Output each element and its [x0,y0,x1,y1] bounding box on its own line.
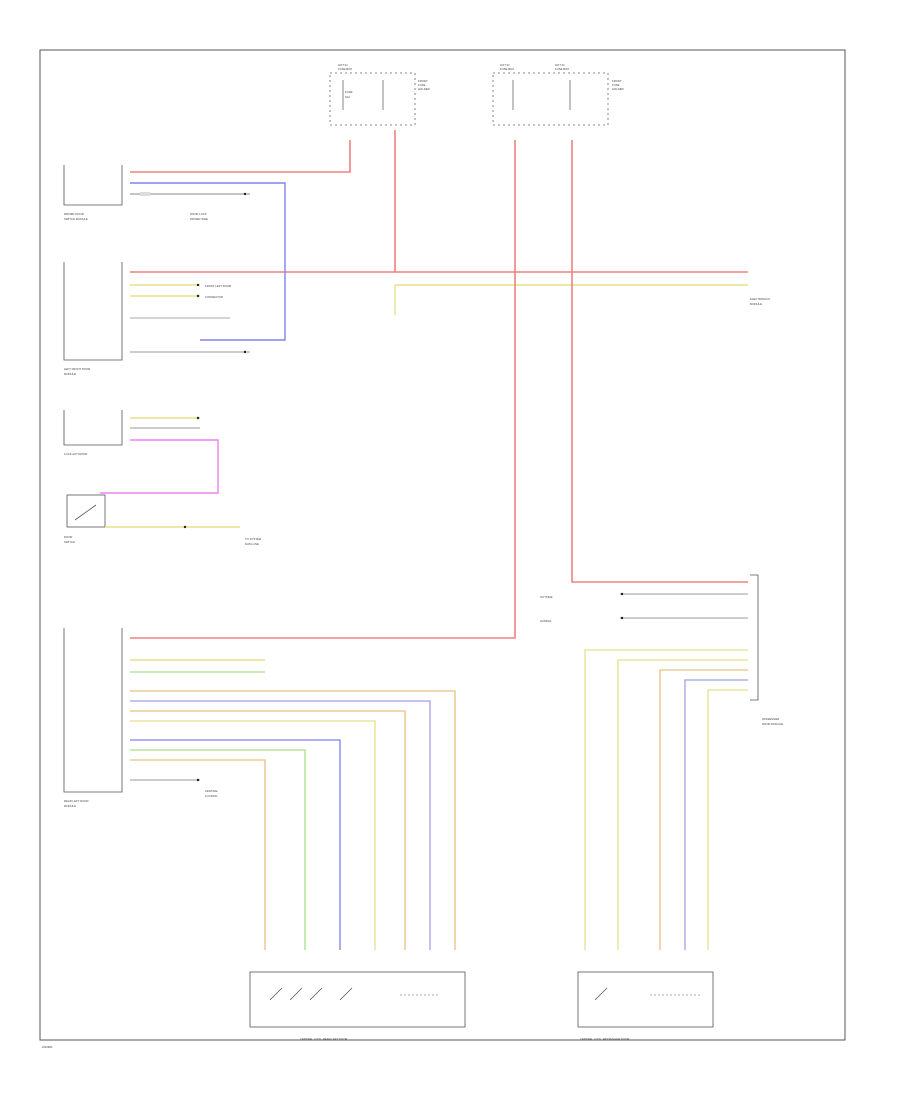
svg-text:SWITCH: SWITCH [64,540,75,544]
svg-text:HOT IN: HOT IN [555,63,564,67]
fuse-box-right: HOT IN FUSE BOX HOT IN FUSE BOX FRONT FU… [492,63,624,126]
diagram-border [39,49,846,1041]
svg-text:DATA LINE: DATA LINE [245,542,259,546]
wire-red-4 [571,140,748,583]
svg-text:DRIVER SIDE: DRIVER SIDE [190,217,208,221]
svg-text:HOT IN: HOT IN [500,63,509,67]
svg-text:SWITCH MODULE: SWITCH MODULE [64,217,88,221]
svg-text:ELECTRONICS: ELECTRONICS [750,297,770,301]
svg-text:FUSE BOX: FUSE BOX [500,67,514,71]
svg-text:FUSE: FUSE [345,90,353,94]
central-lock-passenger: CENTRAL LOCK, PASSENGER DOOR [577,971,714,1041]
svg-text:FRONT LEFT DOOR: FRONT LEFT DOOR [205,284,231,288]
svg-text:LEFT FRONT DOOR: LEFT FRONT DOOR [64,367,90,371]
svg-text:FUSE BOX: FUSE BOX [555,67,569,71]
svg-text:TO SYSTEM: TO SYSTEM [245,537,262,541]
svg-text:HOLDER: HOLDER [418,87,430,91]
footer-code: W42984 [42,1045,53,1049]
svg-text:DOOR: DOOR [64,535,72,539]
lock-actuator-left: LOCK ACTUATOR [63,410,200,456]
svg-text:FRONT: FRONT [418,79,428,83]
wire-red-1 [130,140,351,173]
svg-text:10A: 10A [345,95,350,99]
rear-left-lock-label: CENTRAL LOCK, REAR LEFT DOOR [300,1037,347,1041]
connector-right-top: ELECTRONICS MODULE [750,297,770,306]
door-switch: DOOR SWITCH TO SYSTEM DATA LINE [64,494,262,546]
svg-text:REAR LEFT DOOR: REAR LEFT DOOR [64,799,89,803]
passenger-door-module: PASSENGER DOOR MODULE OUTSIDE HANDLE [540,574,783,950]
rear-left-door-module: REAR LEFT DOOR MODULE CENTRAL LOCKING [63,628,456,950]
svg-text:DRIVER DOOR: DRIVER DOOR [64,212,84,216]
door-module-left: LEFT FRONT DOOR MODULE FRONT LEFT DOOR C… [63,262,250,376]
svg-text:MODULE: MODULE [750,302,762,306]
fuse-box-left: HOT IN FUSE BOX FUSE 10A FRONT FUSE HOLD… [329,63,430,126]
svg-text:FRONT: FRONT [612,79,622,83]
wire-red-2 [130,130,396,273]
wire-yellow-long [394,284,748,315]
svg-text:LOCKING: LOCKING [205,794,218,798]
wire-red-3 [130,140,516,639]
svg-text:LOCK ACTUATOR: LOCK ACTUATOR [64,452,87,456]
passenger-lock-label: CENTRAL LOCK, PASSENGER DOOR [580,1037,629,1041]
switch-top-left: DRIVER DOOR SWITCH MODULE DOOR LOCK DRIV… [63,165,250,221]
svg-text:HANDLE: HANDLE [540,619,551,623]
svg-text:MODULE: MODULE [64,804,76,808]
svg-text:CONNECTOR: CONNECTOR [205,295,223,299]
central-lock-rear-left: CENTRAL LOCK, REAR LEFT DOOR [249,971,466,1041]
svg-text:PASSENGER: PASSENGER [762,717,779,721]
svg-text:HOLDER: HOLDER [612,87,624,91]
svg-text:FUSE BOX: FUSE BOX [338,67,352,71]
svg-text:DOOR LOCK: DOOR LOCK [190,212,207,216]
svg-text:FUSE: FUSE [418,83,426,87]
svg-text:FUSE: FUSE [612,83,620,87]
wire-magenta [100,439,219,494]
svg-text:MODULE: MODULE [64,372,76,376]
svg-text:HOT IN: HOT IN [338,63,347,67]
svg-text:OUTSIDE: OUTSIDE [540,595,553,599]
svg-text:DOOR MODULE: DOOR MODULE [762,722,783,726]
svg-text:CENTRAL: CENTRAL [205,789,218,793]
wire-blue [130,182,286,341]
